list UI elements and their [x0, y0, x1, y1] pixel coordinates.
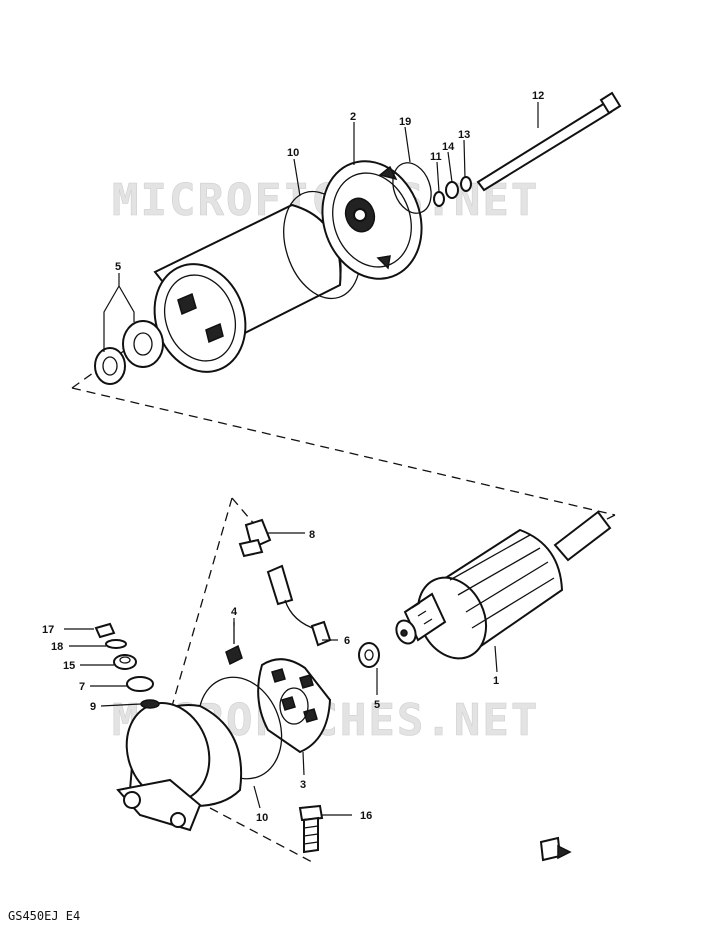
- washer-11: [433, 191, 445, 207]
- insulator-15: [113, 654, 137, 670]
- model-code-label: GS450EJ E4: [8, 909, 80, 923]
- shim-small: [94, 347, 126, 385]
- end-housing: [321, 160, 423, 280]
- callout-3: 3: [300, 779, 306, 791]
- callout-17: 17: [42, 624, 54, 636]
- callout-11: 11: [430, 151, 442, 163]
- brush-with-lead: [266, 564, 332, 647]
- callout-6: 6: [344, 635, 350, 647]
- callout-5-bottom: 5: [374, 699, 380, 711]
- callout-18: 18: [51, 641, 63, 653]
- front-arrow-icon: [539, 836, 572, 862]
- callout-16: 16: [360, 810, 372, 822]
- callout-10-bottom: 10: [256, 812, 268, 824]
- callout-2: 2: [350, 111, 356, 123]
- washer-14: [445, 181, 459, 199]
- terminal-bolt: [238, 518, 272, 558]
- callout-9: 9: [90, 701, 96, 713]
- screw-4: [225, 622, 243, 666]
- washer-18: [105, 639, 127, 649]
- washer-bottom: [358, 642, 380, 668]
- armature: [395, 510, 612, 660]
- yoke-housing: [153, 203, 342, 373]
- terminal-nut-17: [94, 622, 116, 639]
- leader-lines: [64, 102, 539, 816]
- bolt-16: [298, 804, 324, 854]
- callout-14: 14: [442, 141, 455, 153]
- washer-13: [460, 176, 472, 192]
- callout-15: 15: [63, 660, 75, 672]
- through-bolt: [476, 91, 622, 192]
- callout-13: 13: [458, 129, 470, 141]
- washer-7: [126, 676, 154, 692]
- callout-4: 4: [231, 606, 238, 618]
- callout-12: 12: [532, 90, 544, 102]
- callout-7: 7: [79, 681, 85, 693]
- o-ring-19: [392, 162, 432, 214]
- end-cover: [116, 702, 243, 832]
- brush-holder: [257, 658, 332, 754]
- callout-10-top: 10: [287, 147, 299, 159]
- callout-1: 1: [493, 675, 499, 687]
- callout-8: 8: [309, 529, 315, 541]
- shim-large: [122, 320, 164, 368]
- callout-19: 19: [399, 116, 411, 128]
- o-ring-9: [140, 699, 160, 709]
- callout-5-top: 5: [115, 261, 121, 273]
